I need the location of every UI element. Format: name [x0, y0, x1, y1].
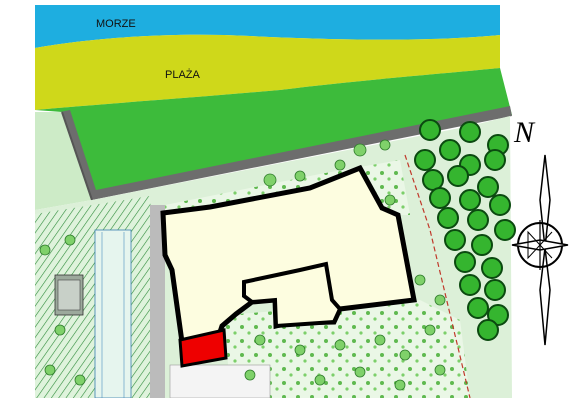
tree-icon: [414, 119, 516, 341]
sea-label: MORZE: [96, 18, 136, 30]
beach-label: PLAŻA: [165, 68, 201, 81]
beach-area: [35, 34, 500, 110]
promenade-road: [60, 106, 512, 200]
plot-boundary-line: [404, 154, 471, 398]
left-access-path: [35, 112, 92, 210]
highlighted-plot: [178, 328, 228, 368]
north-label: N: [513, 116, 536, 149]
compass-rose-icon: [511, 154, 569, 346]
dune-grass-area: [35, 68, 512, 197]
building-inner-wing: [242, 261, 343, 329]
sea-area: [35, 5, 500, 48]
